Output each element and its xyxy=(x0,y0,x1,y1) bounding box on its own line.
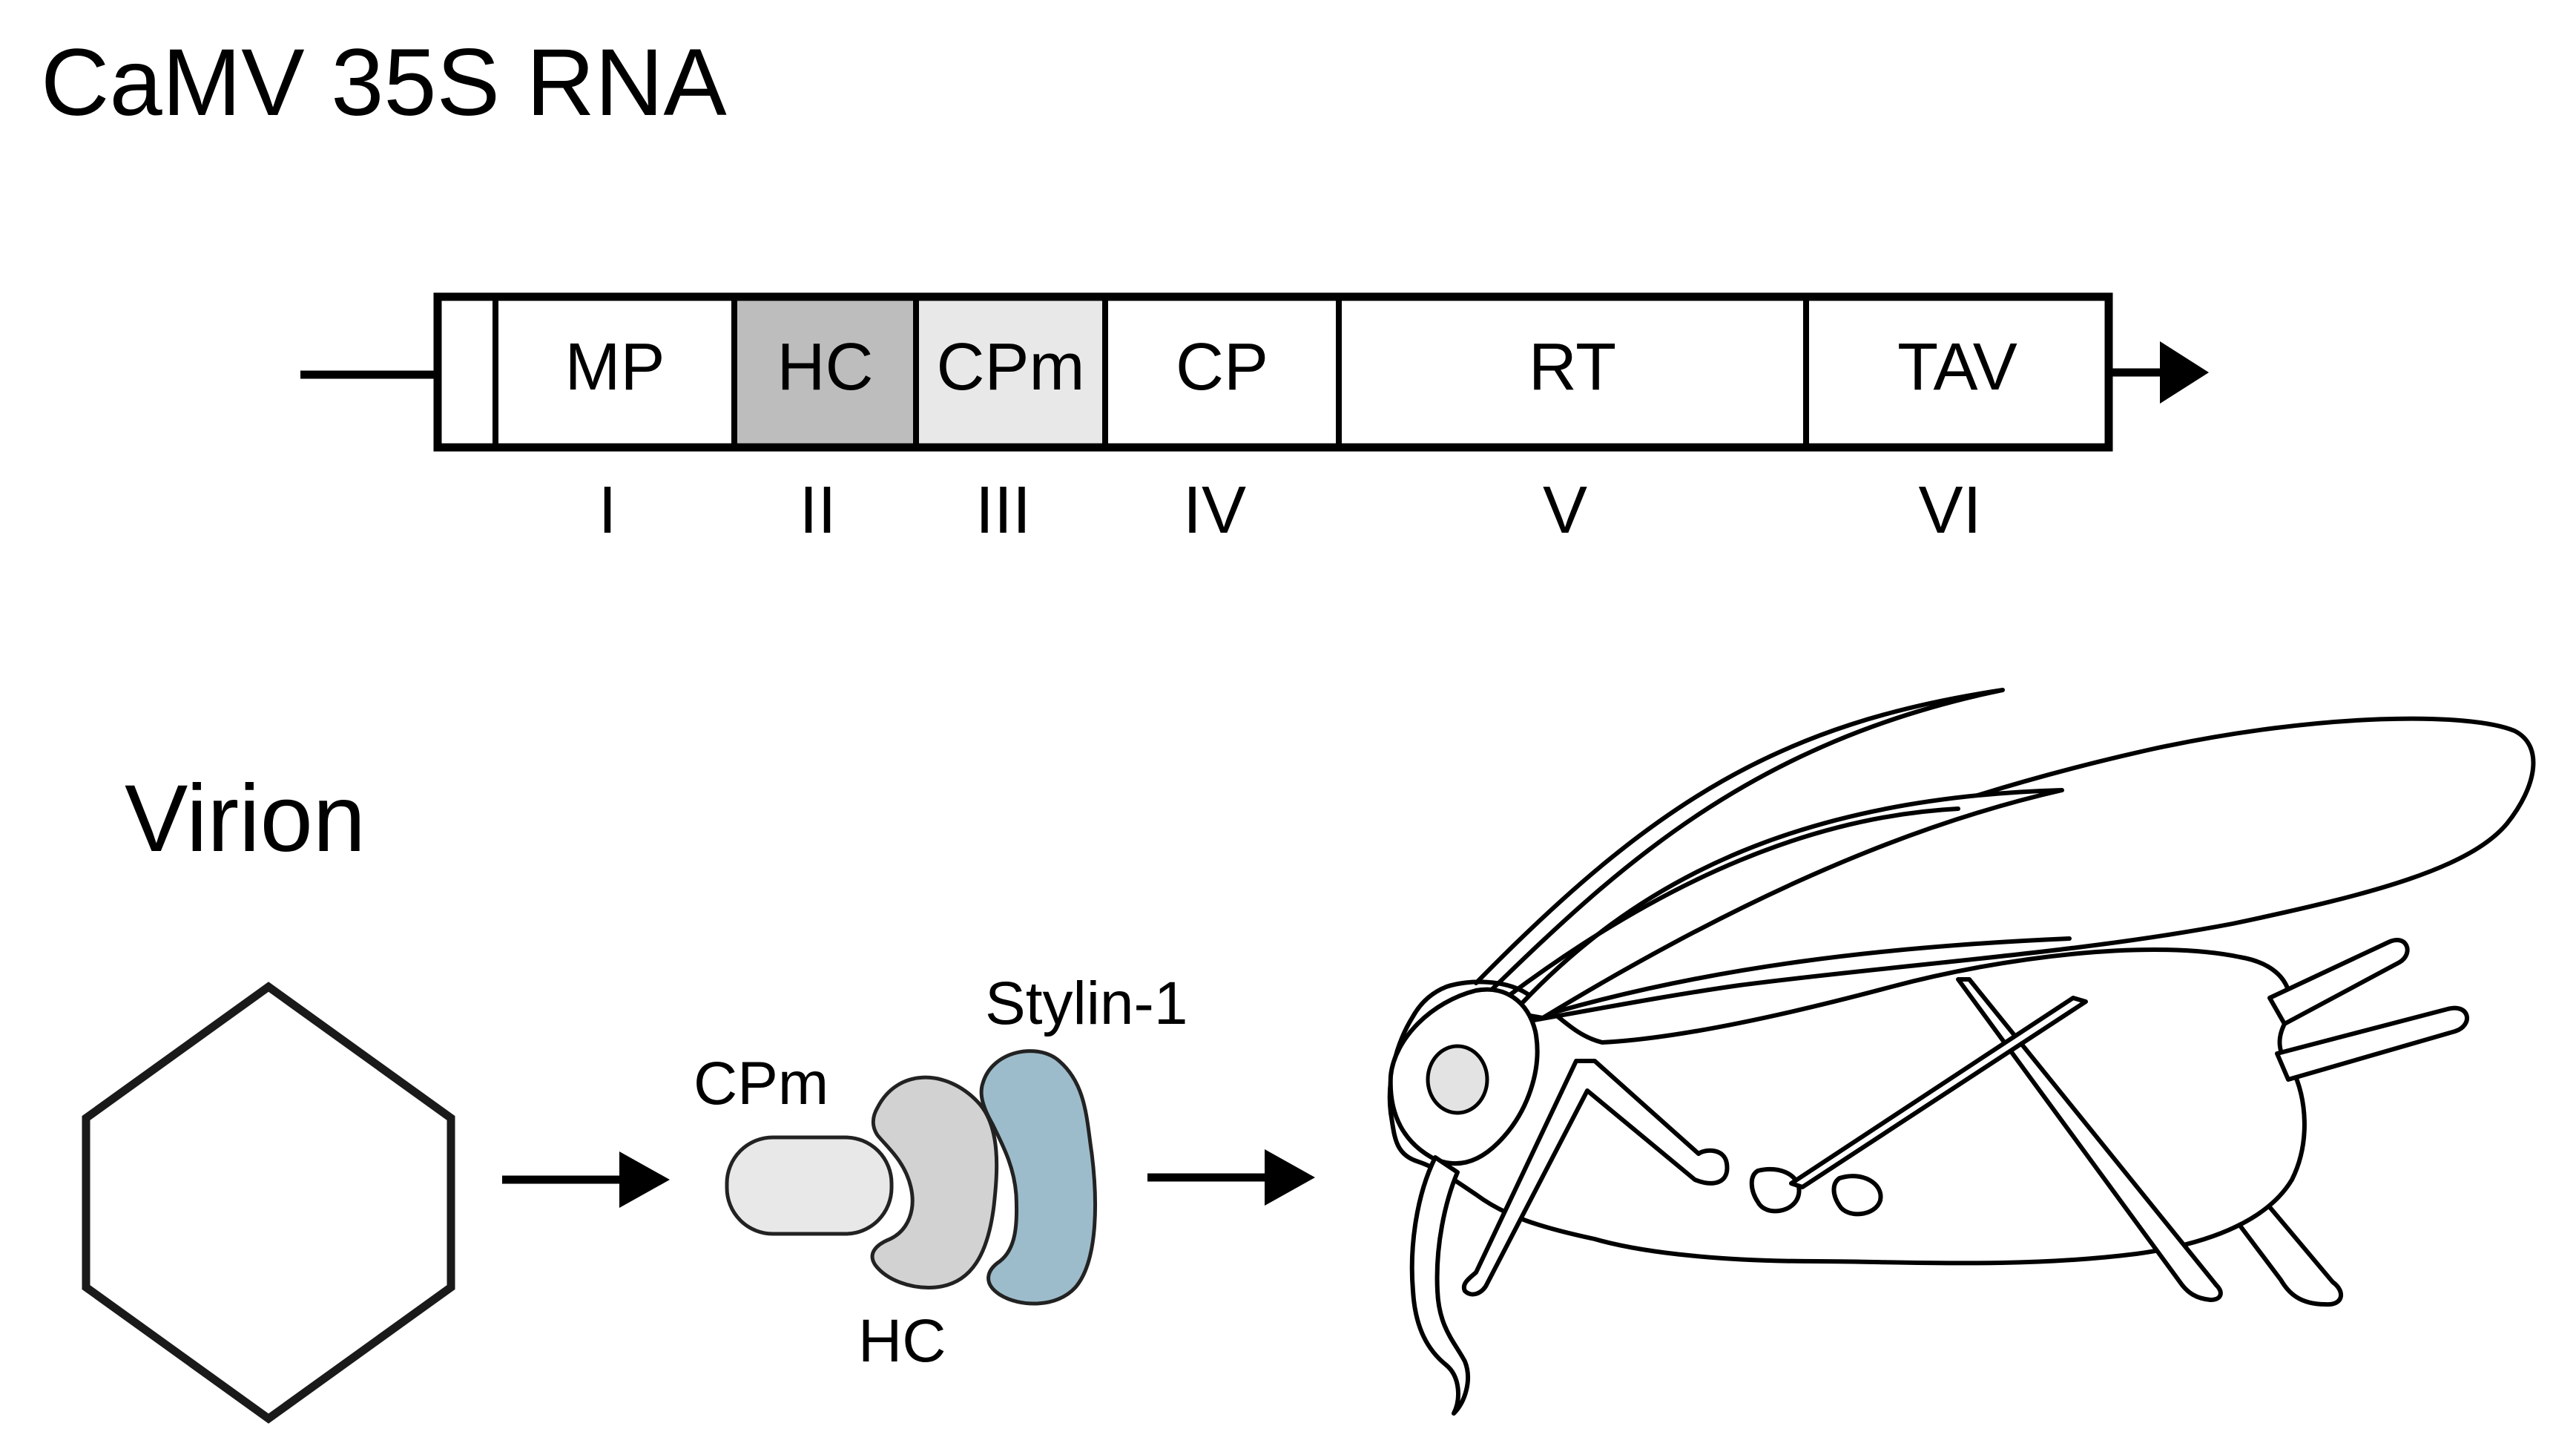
cpm-label: CPm xyxy=(694,1050,829,1117)
gene-segment-cpm xyxy=(913,294,1108,450)
gene-label-hc: HC xyxy=(777,330,874,404)
orf-numeral-i: I xyxy=(598,473,616,548)
aphid-eye-icon xyxy=(1426,1044,1489,1115)
gene-label-tav: TAV xyxy=(1897,330,2017,404)
aphid-antenna-icon-2 xyxy=(1503,806,1960,1000)
genome-end-arrow-head xyxy=(2160,341,2209,404)
virion-hexagon-icon xyxy=(82,982,455,1424)
aphid-icon xyxy=(1387,688,2536,1416)
arrow-complex-to-aphid-head xyxy=(1265,1149,1315,1206)
aphid-antenna-icon xyxy=(1474,688,2005,993)
aphid-mid-leg-joint-icon xyxy=(1749,1166,1802,1214)
orf-numeral-v: V xyxy=(1543,473,1587,548)
orf-numeral-iii: III xyxy=(975,473,1031,548)
aphid-long-leg-icon xyxy=(1956,977,2223,1302)
aphid-forewing-icon xyxy=(1511,788,2064,1020)
protein-complex: CPm HC Stylin-1 xyxy=(694,970,1187,1375)
aphid-hind-leg-icon xyxy=(1770,959,2344,1307)
orf-numeral-vi: VI xyxy=(1918,473,1981,548)
aphid-cornicle-upper-icon xyxy=(2267,938,2410,1026)
genome-title: CaMV 35S RNA xyxy=(41,30,727,136)
gene-label-cp: CP xyxy=(1176,330,1268,404)
aphid-long-leg-2-icon xyxy=(1789,996,2088,1189)
aphid-hind-leg-joint-icon xyxy=(1831,1174,1883,1217)
gene-label-rt: RT xyxy=(1529,330,1616,404)
orf-numeral-iv: IV xyxy=(1183,473,1246,548)
hc-protein-shape xyxy=(870,1075,999,1289)
gene-segment-mp xyxy=(493,294,737,450)
orf-numeral-ii: II xyxy=(799,473,836,548)
stylin-protein-shape xyxy=(979,1049,1098,1306)
stylin-label: Stylin-1 xyxy=(985,970,1187,1037)
aphid-stylet-icon xyxy=(1409,1155,1470,1416)
aphid-front-leg-icon xyxy=(1461,1059,1730,1297)
gene-label-cpm: CPm xyxy=(937,330,1085,404)
aphid-cornicle-lower-icon xyxy=(2275,1005,2469,1082)
hc-label: HC xyxy=(858,1307,946,1375)
arrow-virion-to-complex-head xyxy=(619,1151,670,1208)
gene-label-mp: MP xyxy=(565,330,665,404)
cpm-protein-shape xyxy=(725,1135,894,1236)
aphid-wing-vein-1 xyxy=(1518,936,2072,1025)
virion-title: Virion xyxy=(125,766,366,872)
